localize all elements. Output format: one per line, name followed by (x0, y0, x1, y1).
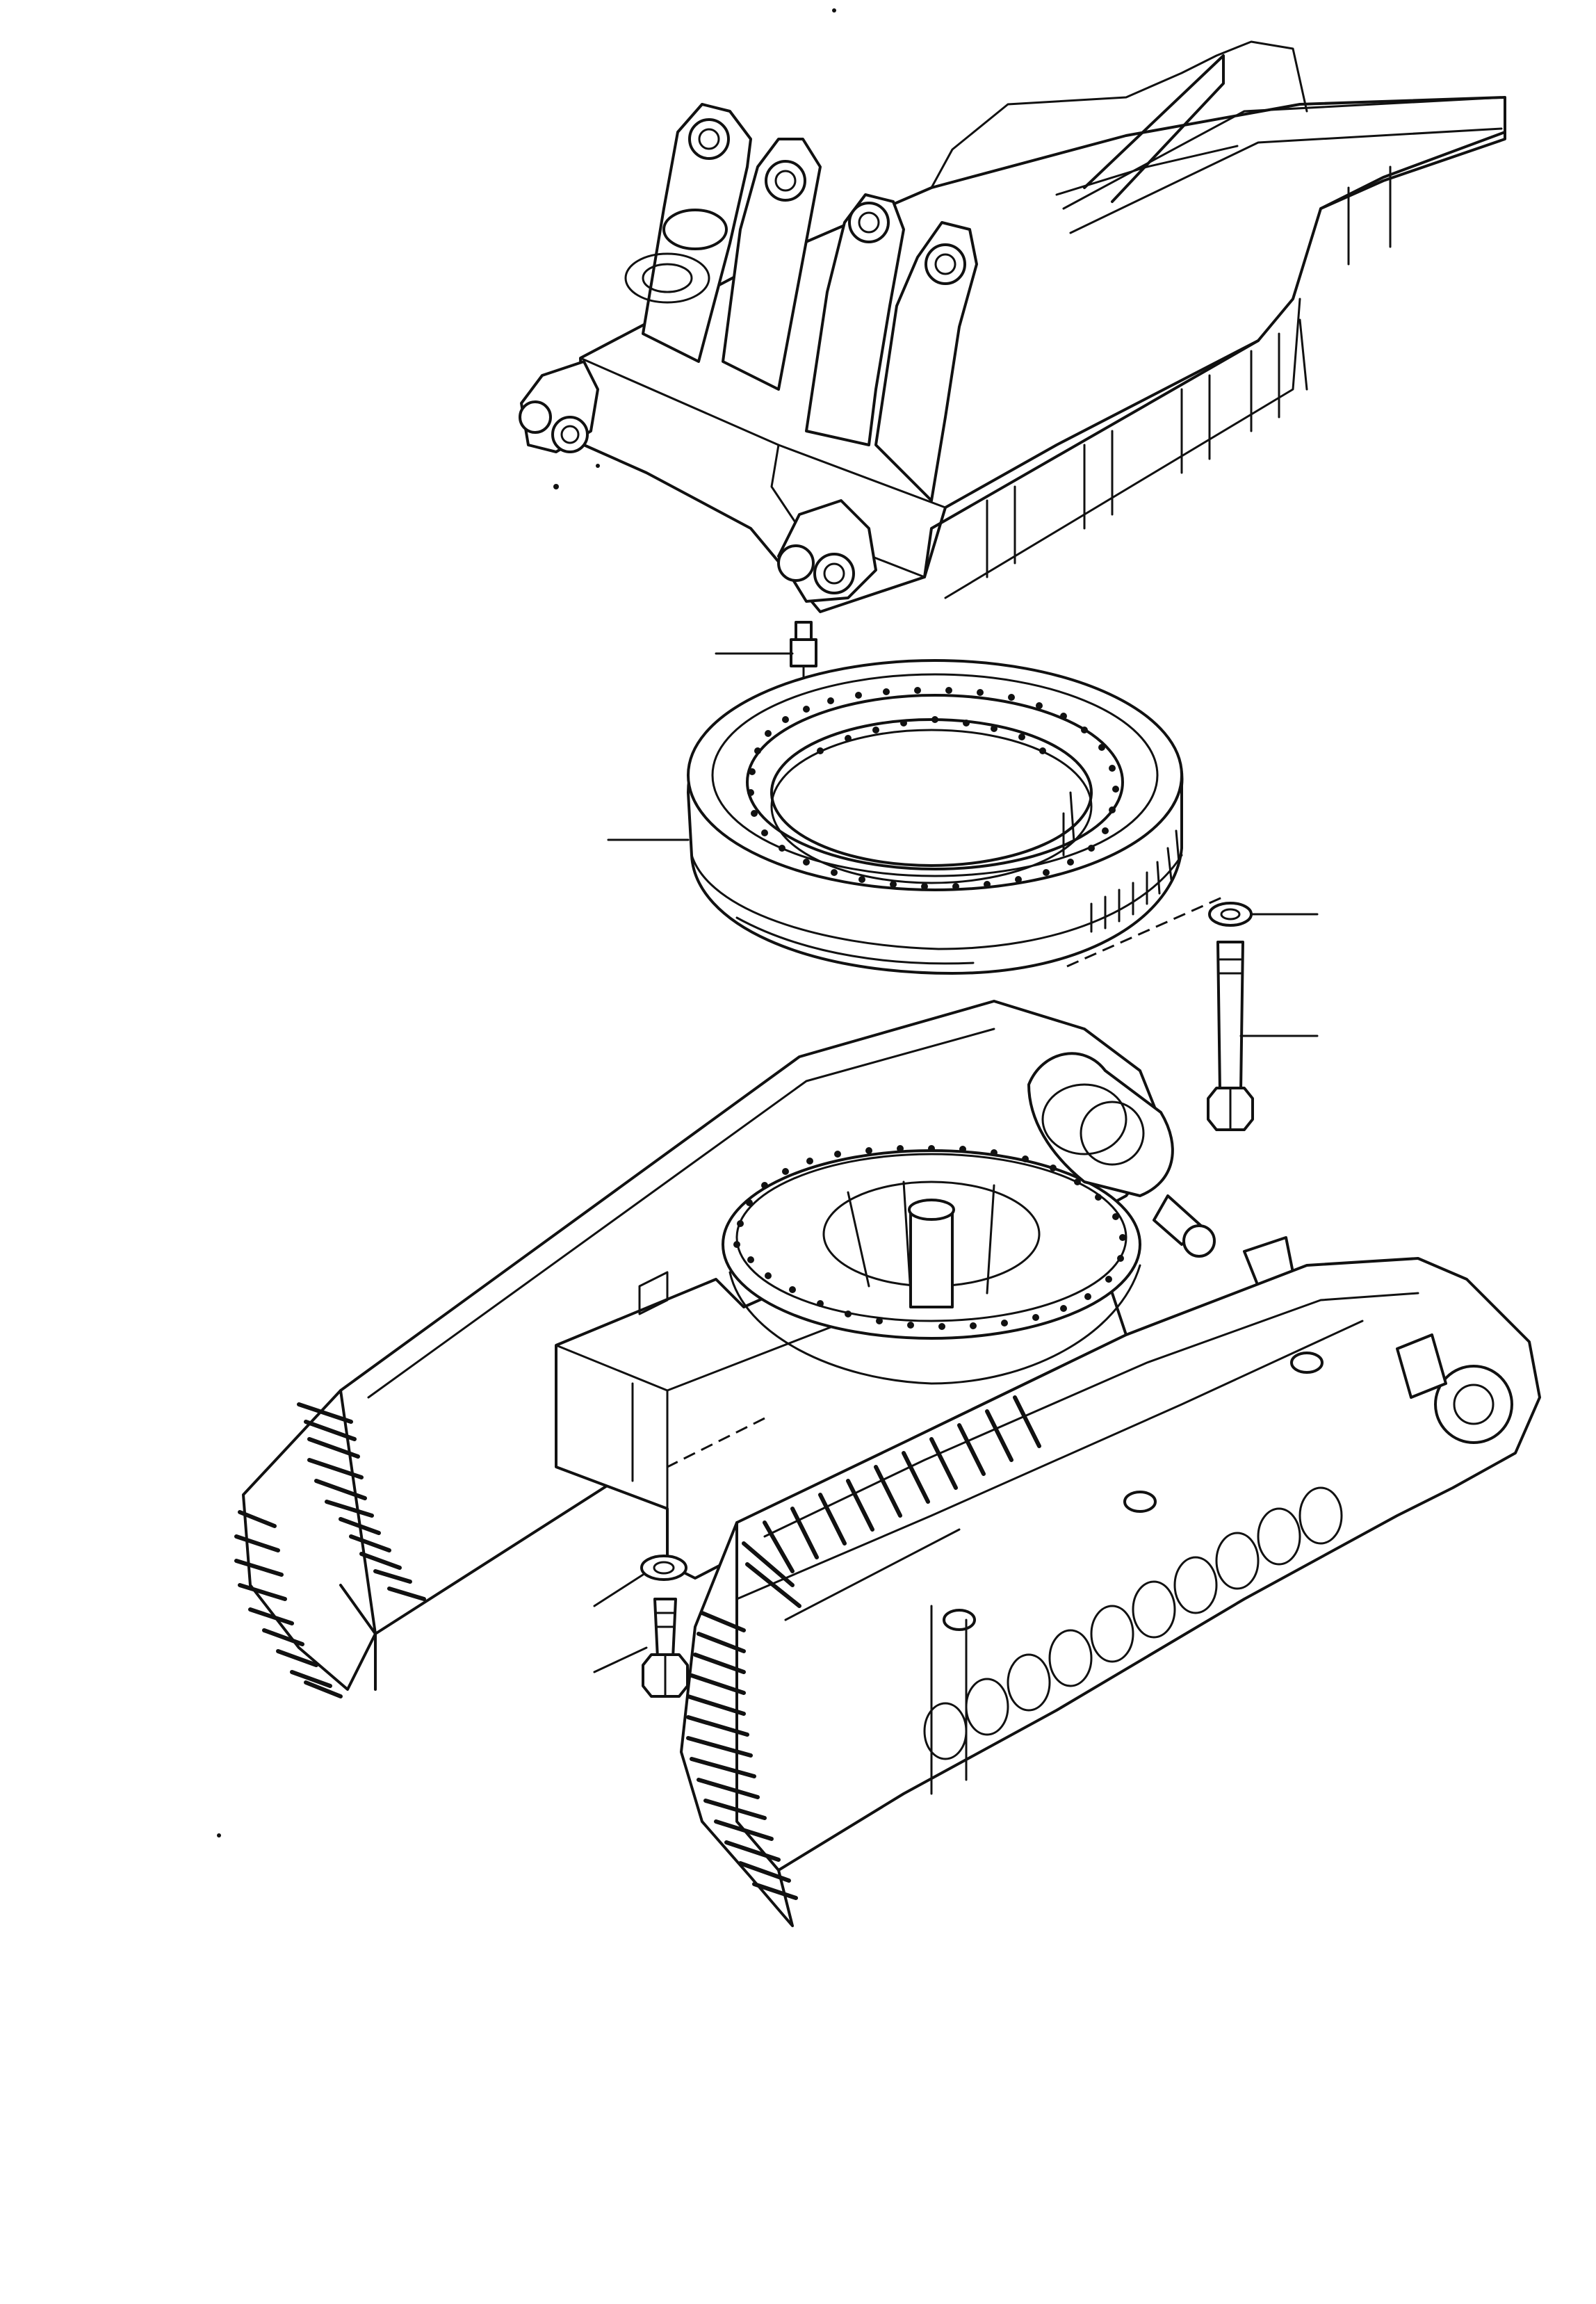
callout-leader-lower-washer (593, 1573, 644, 1607)
alignment-line-upper (1066, 895, 1224, 968)
callout-leader-lower-bolt (593, 1646, 648, 1673)
lower-bolt (642, 1598, 689, 1698)
callout-leaders (593, 652, 1319, 1673)
scan-speck (217, 1833, 221, 1837)
revolving-frame (519, 8, 1506, 613)
undercarriage (234, 1000, 1541, 1927)
upper-bolt (1207, 941, 1254, 1131)
swing-bearing (687, 659, 1184, 975)
alignment-line-lower (666, 1417, 765, 1550)
lower-washer (640, 1555, 687, 1581)
upper-washer (1208, 902, 1253, 927)
grease-nipple (790, 621, 817, 697)
